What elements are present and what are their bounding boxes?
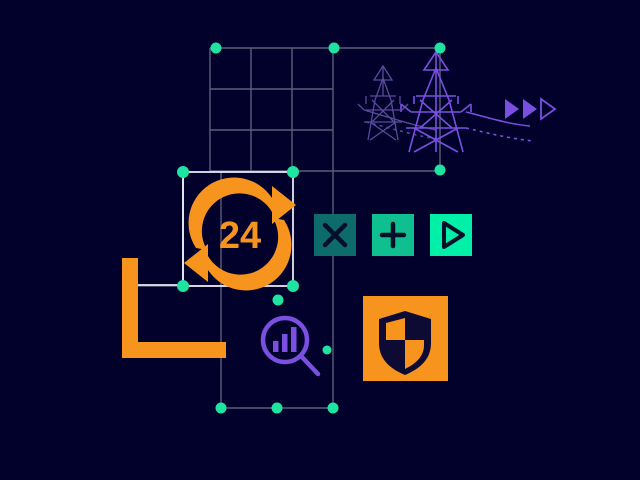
selection-handle[interactable] (434, 42, 446, 54)
plus-icon (379, 221, 407, 249)
selection-handle[interactable] (287, 166, 299, 178)
selection-handle[interactable] (215, 402, 227, 414)
selection-handle[interactable] (271, 402, 283, 414)
wire-front (465, 111, 531, 127)
add-action-tile[interactable] (372, 214, 414, 256)
play-triangle-icon (442, 221, 465, 249)
selection-handle[interactable] (328, 42, 340, 54)
shield-quadrant-top-left (386, 318, 405, 340)
play-action-tile[interactable] (430, 214, 472, 256)
selection-handle[interactable] (327, 402, 339, 414)
tower-back (357, 64, 409, 141)
flow-arrow-1-icon (505, 99, 519, 119)
accent-dot (322, 345, 332, 355)
selection-handle[interactable] (210, 42, 222, 54)
flow-arrow-2-icon (523, 99, 537, 119)
selection-handle[interactable] (177, 166, 189, 178)
magnifier-bars (273, 327, 297, 352)
tower-front (400, 50, 472, 153)
flow-arrow-3-icon (540, 97, 557, 121)
selection-handle[interactable] (287, 280, 299, 292)
selection-handle[interactable] (272, 294, 284, 306)
selection-handle[interactable] (177, 280, 189, 292)
selection-handle[interactable] (434, 164, 446, 176)
refresh-24-label: 24 (219, 215, 261, 257)
wire-front-dashed (465, 127, 535, 142)
close-action-tile[interactable] (314, 214, 356, 256)
wireframe-grid (209, 47, 334, 172)
shield-quadrant-bottom-right (405, 340, 424, 369)
close-x-icon (322, 222, 348, 248)
wire-back-dashed (365, 121, 439, 140)
